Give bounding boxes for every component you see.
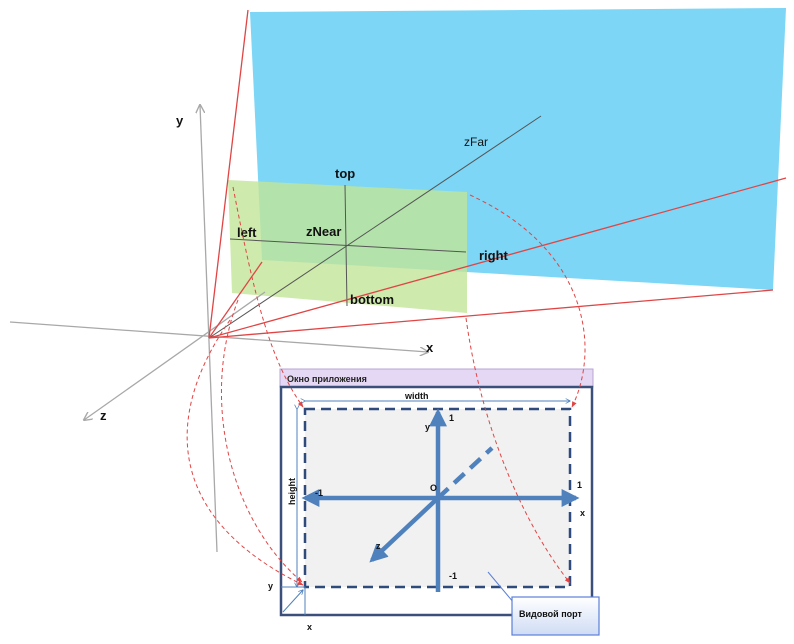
zfar-label: zFar xyxy=(464,135,488,149)
corner-x-label: x xyxy=(307,622,312,632)
mapping-curves xyxy=(186,186,586,586)
viewport-label: Видовой порт xyxy=(519,609,583,619)
height-label: height xyxy=(287,478,297,505)
near-horizontal-line xyxy=(229,238,467,253)
world-y-label: y xyxy=(176,113,184,128)
corner-diagonal xyxy=(282,590,303,613)
ndc-x-left: -1 xyxy=(315,488,323,498)
bottom-label: bottom xyxy=(350,292,394,307)
frustum-edges xyxy=(208,9,787,339)
corner-y-label: y xyxy=(268,581,273,591)
ndc-x-label: x xyxy=(580,508,585,518)
ndc-y-top: 1 xyxy=(449,413,454,423)
ndc-origin-label: O xyxy=(430,483,437,493)
viewport-label-box xyxy=(511,596,600,636)
world-y-axis xyxy=(200,105,218,553)
world-x-label: x xyxy=(426,340,434,355)
mapping-curve-bottom-right xyxy=(465,317,571,584)
near-plane xyxy=(228,180,467,313)
right-label: right xyxy=(479,248,509,263)
dimension-lines xyxy=(281,401,570,615)
znear-label: zNear xyxy=(306,224,341,239)
view-axis xyxy=(208,115,542,339)
mapping-curve-bottom-left-outer xyxy=(186,319,304,586)
left-label: left xyxy=(237,225,257,240)
ndc-z-negative xyxy=(436,446,494,500)
ndc-y-bottom: -1 xyxy=(449,571,457,581)
world-z-axis xyxy=(84,291,266,420)
ndc-axes xyxy=(301,408,580,592)
ndc-y-label: y xyxy=(425,422,430,432)
mapping-curve-top-left-outer xyxy=(232,186,304,408)
mapping-curve-bottom-left-inner xyxy=(221,299,303,583)
world-z-label: z xyxy=(100,408,107,423)
window-title: Окно приложения xyxy=(287,374,367,384)
ndc-z-axis xyxy=(369,496,440,563)
top-label: top xyxy=(335,166,355,181)
ndc-x-right: 1 xyxy=(577,480,582,490)
width-label: width xyxy=(404,391,429,401)
ndc-z-label: z xyxy=(376,541,381,551)
viewport-callout-line xyxy=(487,571,515,604)
